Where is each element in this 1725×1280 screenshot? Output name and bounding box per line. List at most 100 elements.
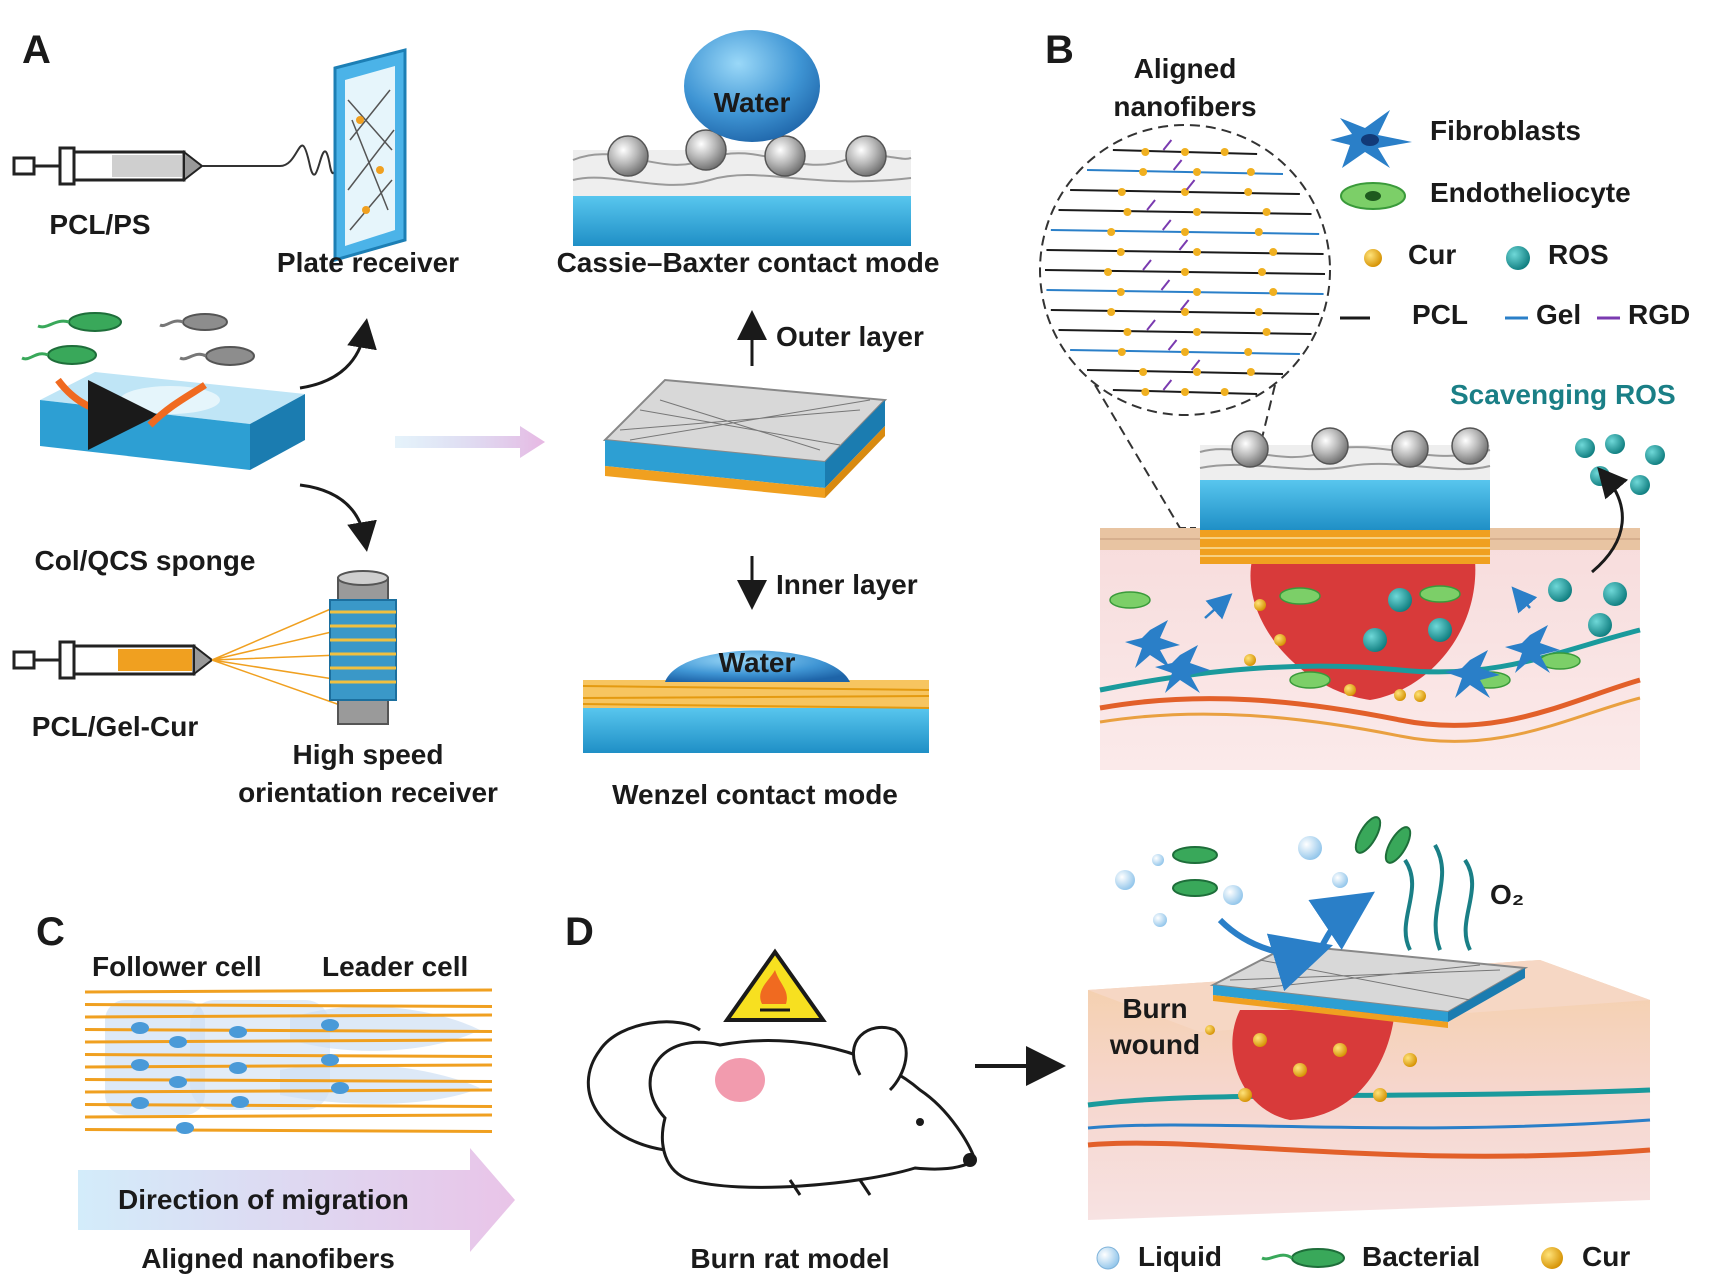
outer-layer-label: Outer layer <box>776 321 924 352</box>
zoom-cur-dot <box>1193 248 1201 256</box>
ros-scavenged-particles <box>1575 434 1665 574</box>
fiber-line <box>84 1013 493 1019</box>
liquid-bacteria-o2 <box>1115 816 1475 992</box>
fiber-line <box>84 1103 493 1108</box>
fiber-line <box>84 1028 493 1033</box>
zoom-fiber-line <box>1046 289 1324 295</box>
wenzel-label: Wenzel contact mode <box>612 779 898 810</box>
orientation-receiver-icon <box>329 570 397 725</box>
ros-label: ROS <box>1548 239 1609 270</box>
orientation-receiver-label-2: orientation receiver <box>238 777 498 808</box>
fade-arrow <box>395 426 545 458</box>
sponge-label: Col/QCS sponge <box>34 545 256 576</box>
fiber-line <box>84 1053 493 1058</box>
water-top-label: Water <box>713 87 791 118</box>
skin-cells <box>1109 578 1627 702</box>
endotheliocyte-icon <box>1340 182 1406 210</box>
cassie-baxter-illustration <box>572 30 912 246</box>
zoom-cur-dot <box>1244 348 1253 356</box>
pcl-ps-label: PCL/PS <box>49 209 151 240</box>
fiber-line <box>84 1128 493 1133</box>
aligned-fibers-c <box>84 988 493 1133</box>
zoom-cur-dot <box>1254 228 1263 236</box>
zoom-rgd-mark <box>1146 319 1156 331</box>
zoom-cur-dot <box>1139 168 1148 176</box>
fiber-line <box>84 1088 493 1094</box>
fiber-line <box>84 1078 493 1083</box>
arrow-to-orientation <box>299 483 377 552</box>
scavenging-ros-label: Scavenging ROS <box>1450 379 1676 410</box>
zoom-fiber-group <box>1044 139 1326 396</box>
burn-rat-model-label: Burn rat model <box>690 1243 890 1274</box>
panel-d <box>586 816 1651 1270</box>
panel-b <box>1039 110 1665 770</box>
zoom-cur-dot <box>1123 328 1132 336</box>
aligned-nanofibers-label-1: Aligned <box>1133 53 1237 84</box>
cur-label-b: Cur <box>1408 239 1457 270</box>
zoom-cur-dot <box>1246 168 1255 176</box>
panel-label-d: D <box>565 910 594 954</box>
zoom-cur-dot <box>1193 168 1201 176</box>
zoom-cur-dot <box>1181 308 1189 316</box>
orientation-receiver-label-1: High speed <box>292 739 444 770</box>
zoom-cur-dot <box>1193 288 1201 296</box>
zoom-rgd-mark <box>1179 299 1190 311</box>
inner-layer-label: Inner layer <box>776 569 918 600</box>
bilayer-dressing-icon <box>602 378 888 498</box>
panel-a <box>12 30 930 753</box>
zoom-cur-dot <box>1116 248 1125 256</box>
panel-label-a: A <box>22 28 51 72</box>
zoom-fiber-line <box>1046 249 1324 255</box>
fiber-line <box>84 1038 493 1044</box>
zoom-rgd-mark <box>1172 159 1183 171</box>
fiber-line <box>84 988 493 994</box>
migration-direction-arrow <box>78 1148 515 1252</box>
zoom-cur-dot <box>1220 388 1229 396</box>
burn-wound-label-2: wound <box>1109 1029 1201 1060</box>
zoom-rgd-mark <box>1162 379 1173 391</box>
zoom-rgd-mark <box>1146 199 1156 211</box>
bacteria-green-icon <box>21 312 122 365</box>
burn-wound-label-1: Burn <box>1122 993 1188 1024</box>
panel-c <box>78 988 515 1252</box>
zoom-rgd-mark <box>1142 259 1152 271</box>
fiber-line <box>84 1063 493 1069</box>
aligned-nanofibers-zoom <box>1039 124 1331 565</box>
zoom-cur-dot <box>1254 308 1263 316</box>
syringe-pcl-ps-icon <box>12 144 347 186</box>
zoom-cur-dot <box>1193 368 1201 376</box>
zoom-cur-dot <box>1181 268 1189 276</box>
migration-direction-label: Direction of migration <box>118 1184 409 1215</box>
ros-legend-icon <box>1506 246 1530 270</box>
fiber-line <box>84 1003 493 1008</box>
wenzel-illustration <box>582 650 930 753</box>
zoom-cur-dot <box>1104 268 1112 276</box>
zoom-rgd-mark <box>1160 279 1171 291</box>
endotheliocyte-label: Endotheliocyte <box>1430 177 1631 208</box>
zoom-cur-dot <box>1244 188 1253 196</box>
pcl-gel-cur-label: PCL/Gel-Cur <box>31 711 199 742</box>
col-qcs-sponge-icon <box>40 372 305 470</box>
fiber-line <box>84 1113 493 1119</box>
liquid-label: Liquid <box>1138 1241 1222 1272</box>
zoom-cur-dot <box>1258 268 1266 276</box>
burn-warning-icon <box>723 948 827 1022</box>
zoom-cur-dot <box>1107 308 1116 316</box>
cur-legend-icon-d <box>1541 1247 1563 1269</box>
zoom-cur-dot <box>1139 368 1148 376</box>
zoom-rgd-mark <box>1167 339 1178 351</box>
gel-label: Gel <box>1536 299 1582 330</box>
rat-icon <box>586 1020 977 1196</box>
panel-label-b: B <box>1045 28 1074 72</box>
syringe-pcl-gel-cur-icon <box>12 604 341 706</box>
zoom-cur-dot <box>1262 328 1271 336</box>
zoom-cur-dot <box>1107 228 1116 236</box>
plate-receiver-label: Plate receiver <box>276 247 460 278</box>
liquid-legend-icon <box>1096 1246 1120 1270</box>
bacterial-label: Bacterial <box>1362 1241 1481 1272</box>
pcl-label: PCL <box>1412 299 1468 330</box>
zoom-cur-dot <box>1181 348 1189 356</box>
zoom-cur-dot <box>1193 208 1201 216</box>
wound-dressing-icon <box>1209 943 1529 1028</box>
